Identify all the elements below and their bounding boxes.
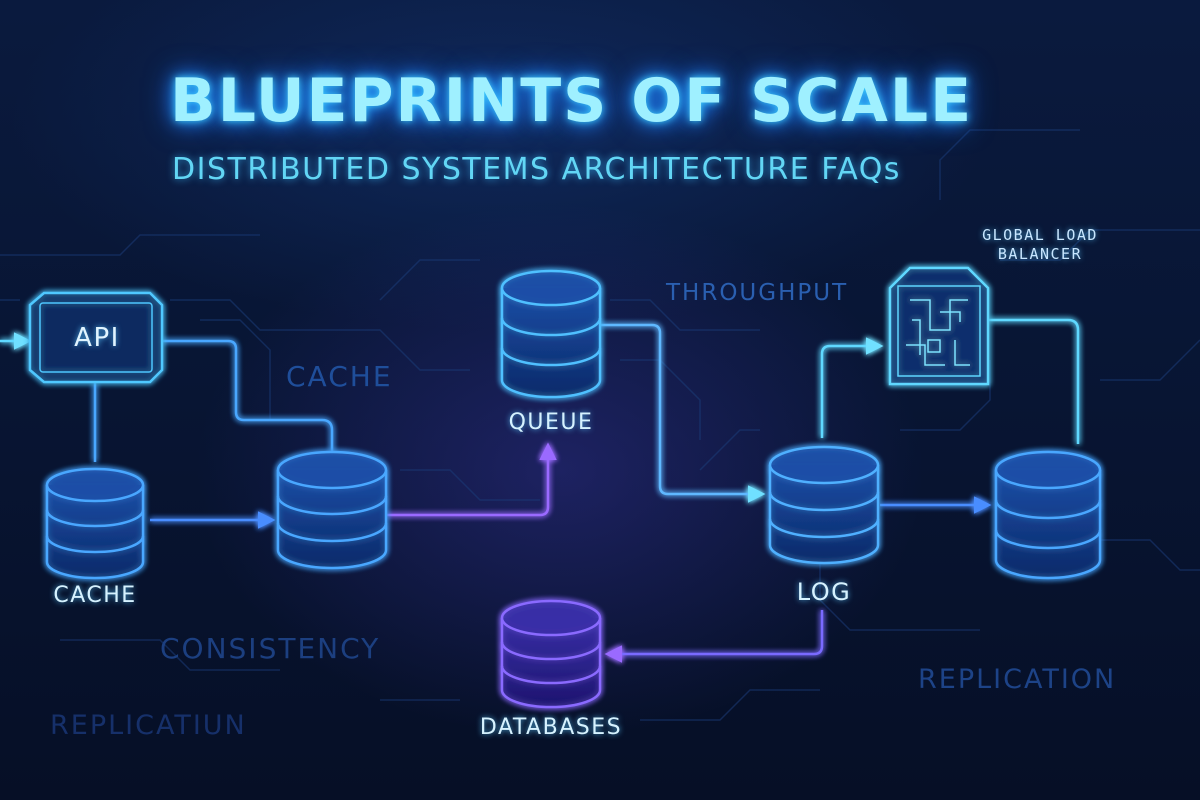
cache-label: CACHE — [53, 583, 137, 608]
connector-lb-db — [988, 318, 1080, 444]
database-node-icon[interactable] — [276, 450, 388, 570]
connector-log-databases — [604, 610, 824, 663]
bg-word-throughput: THROUGHPUT — [666, 280, 849, 306]
bg-word-consistency: CONSISTENCY — [160, 632, 381, 665]
databases-node-icon[interactable] — [500, 599, 602, 709]
log-node-icon[interactable] — [768, 445, 880, 565]
cache-node-icon[interactable] — [45, 467, 145, 580]
bg-word-cache: CACHE — [286, 360, 393, 393]
page-title: BLUEPRINTS OF SCALE — [170, 66, 974, 136]
queue-label: QUEUE — [508, 410, 594, 435]
connector-db-queue — [386, 442, 557, 517]
databases-label: DATABASES — [479, 715, 623, 740]
load-balancer-icon[interactable] — [888, 266, 990, 386]
queue-node-icon[interactable] — [500, 269, 602, 399]
replica-database-icon[interactable] — [994, 450, 1102, 580]
connector-api-db — [160, 339, 334, 455]
connector-log-lb — [820, 337, 884, 438]
connector-queue-log — [600, 323, 766, 503]
bg-word-replication-left: REPLICATIUN — [50, 710, 247, 741]
global-load-balancer-label: GLOBAL LOAD BALANCER — [982, 226, 1098, 263]
circuit-traces — [0, 129, 1200, 721]
connectors — [0, 318, 1080, 663]
bg-word-replication-right: REPLICATION — [918, 664, 1117, 695]
api-label: API — [74, 323, 120, 353]
page-subtitle: DISTRIBUTED SYSTEMS ARCHITECTURE FAQs — [172, 152, 901, 187]
api-node[interactable] — [28, 291, 164, 384]
log-label: LOG — [796, 578, 852, 606]
